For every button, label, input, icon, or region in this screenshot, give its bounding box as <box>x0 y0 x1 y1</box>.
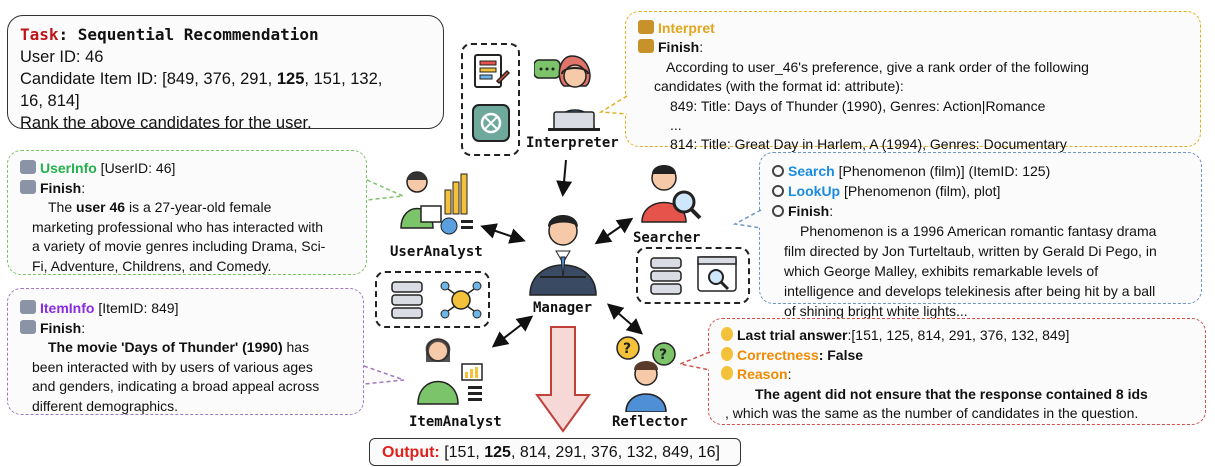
robot-icon <box>638 20 654 34</box>
robot-icon <box>20 179 36 194</box>
finish-label: Finish <box>658 39 700 56</box>
search-box: Search [Phenomenon (film)] (ItemID: 125)… <box>759 152 1202 319</box>
arrow-useranalyst-manager <box>480 223 526 244</box>
database-icon <box>391 281 423 319</box>
chatgpt-icon <box>472 104 510 142</box>
robot-icon <box>20 300 36 314</box>
arrow-interpreter-manager <box>556 159 573 197</box>
reflector-label: Reflector <box>612 414 688 430</box>
clipboard-icon <box>474 54 511 88</box>
svg-text:?: ? <box>623 341 631 357</box>
search-bubble-tail <box>733 209 762 229</box>
robot-icon <box>20 319 36 334</box>
magnifier-icon <box>772 185 784 197</box>
interpreter-bubble-tail <box>599 95 628 115</box>
lightbulb-icon <box>721 366 733 380</box>
interpreter-tools <box>461 43 520 156</box>
userinfo-action: UserInfo <box>40 160 97 176</box>
reflector-bubble-tail <box>678 351 711 371</box>
arrow-itemanalyst-manager <box>491 315 534 348</box>
candidates-line-2: 16, 814] <box>20 92 80 110</box>
manager-avatar <box>529 215 597 296</box>
task-label: Task <box>20 25 59 44</box>
searcher-label: Searcher <box>633 230 701 246</box>
user-analyst-label: UserAnalyst <box>390 244 483 260</box>
output-box: Output: [151, 125, 814, 291, 376, 132, 8… <box>369 438 741 466</box>
interpret-action: Interpret <box>658 20 715 36</box>
user-analyst-avatar <box>400 171 473 235</box>
robot-icon <box>20 160 36 174</box>
user-analyst-tools <box>375 271 490 328</box>
interpreter-avatar <box>534 55 600 131</box>
iteminfo-box: ItemInfo [ItemID: 849] Finish: The movie… <box>7 288 364 415</box>
database-icon <box>650 257 682 295</box>
magnifier-icon <box>772 165 784 177</box>
task-title: : Sequential Recommendation <box>58 25 319 44</box>
down-arrow-icon <box>535 326 591 433</box>
item-analyst-label: ItemAnalyst <box>409 414 502 430</box>
candidates-line: Candidate Item ID: [849, 376, 291, 125, … <box>20 70 383 88</box>
userinfo-bubble-tail <box>366 179 405 201</box>
network-icon <box>440 281 482 319</box>
lightbulb-icon <box>721 327 733 341</box>
userinfo-box: UserInfo [UserID: 46] Finish: The user 4… <box>7 150 367 275</box>
interpreter-box: Interpret Finish: According to user_46's… <box>625 11 1201 152</box>
robot-icon <box>638 39 654 54</box>
svg-text:?: ? <box>659 347 667 363</box>
web-search-icon <box>697 256 737 292</box>
arrow-reflector-manager <box>606 303 644 335</box>
instruction-line: Rank the above candidates for the user. <box>20 114 312 132</box>
reflector-box: Last trial answer:[151, 125, 814, 291, 3… <box>708 318 1206 425</box>
iteminfo-bubble-tail <box>363 365 405 385</box>
searcher-avatar <box>641 165 702 223</box>
magnifier-icon <box>772 205 784 217</box>
task-box: Task: Sequential Recommendation User ID:… <box>7 15 444 132</box>
user-id-line: User ID: 46 <box>20 48 104 66</box>
manager-label: Manager <box>533 300 593 316</box>
lightbulb-icon <box>721 346 733 361</box>
reflector-avatar: ? ? <box>616 336 676 412</box>
searcher-tools <box>636 247 750 304</box>
arrow-searcher-manager <box>594 217 634 245</box>
item-analyst-avatar <box>417 338 483 405</box>
interpreter-label: Interpreter <box>526 135 619 151</box>
